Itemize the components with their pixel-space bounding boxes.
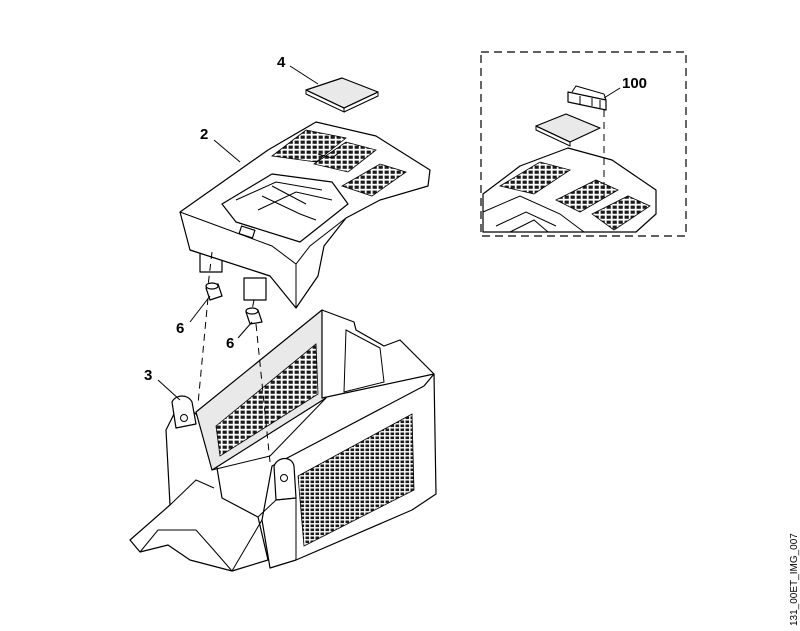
detail-inset xyxy=(480,51,687,237)
callout-3: 3 xyxy=(144,367,152,384)
grass-catcher-basket xyxy=(129,309,437,572)
callout-leaders xyxy=(157,65,621,401)
callout-2: 2 xyxy=(200,126,208,143)
cover-plate xyxy=(305,77,379,113)
pin-right xyxy=(245,307,263,325)
image-code: 131_00ET_IMG_007 xyxy=(789,533,800,626)
callout-4: 4 xyxy=(277,54,286,71)
assembly-lines xyxy=(197,251,271,463)
callout-100: 100 xyxy=(622,75,647,92)
callout-6-right: 6 xyxy=(226,335,234,352)
lid-cover xyxy=(179,121,431,309)
callout-6-left: 6 xyxy=(176,320,184,337)
